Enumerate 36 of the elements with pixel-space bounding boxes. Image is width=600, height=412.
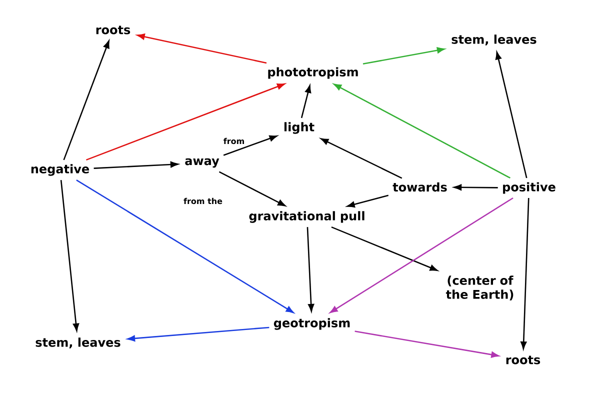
- concept-label: roots: [96, 26, 130, 34]
- arrow: [137, 34, 267, 64]
- concept-label: light: [284, 122, 314, 134]
- concept-label: stem, leaves: [36, 338, 120, 348]
- arrow: [218, 171, 286, 206]
- edge-label: from the: [182, 196, 224, 206]
- concept-label: roots: [506, 356, 540, 364]
- concept-label: towards: [392, 182, 447, 192]
- arrow: [495, 52, 528, 178]
- arrow: [86, 83, 285, 161]
- arrow: [330, 197, 514, 314]
- arrow: [76, 180, 294, 314]
- concept-label: (center of the Earth): [446, 276, 514, 300]
- concept-label: stem, leaves: [452, 34, 536, 46]
- arrow: [334, 84, 510, 179]
- concept-label: geotropism: [274, 318, 350, 330]
- arrow: [300, 85, 312, 118]
- arrow: [454, 184, 498, 190]
- arrow: [520, 198, 530, 350]
- arrow: [306, 227, 314, 312]
- concept-label: phototropism: [268, 67, 358, 79]
- arrow: [60, 180, 80, 332]
- arrow: [94, 161, 178, 169]
- concept-label: negative: [31, 164, 90, 176]
- edge-label: from: [222, 136, 246, 146]
- arrow: [127, 326, 270, 342]
- arrow: [346, 194, 389, 208]
- arrow: [362, 47, 445, 65]
- arrow: [320, 138, 402, 179]
- arrow: [331, 226, 438, 271]
- arrow: [63, 40, 110, 160]
- concept-label: away: [185, 158, 220, 168]
- arrow: [354, 330, 499, 358]
- arrow: [223, 135, 278, 156]
- concept-label: gravitational pull: [249, 211, 364, 223]
- concept-label: positive: [503, 182, 556, 194]
